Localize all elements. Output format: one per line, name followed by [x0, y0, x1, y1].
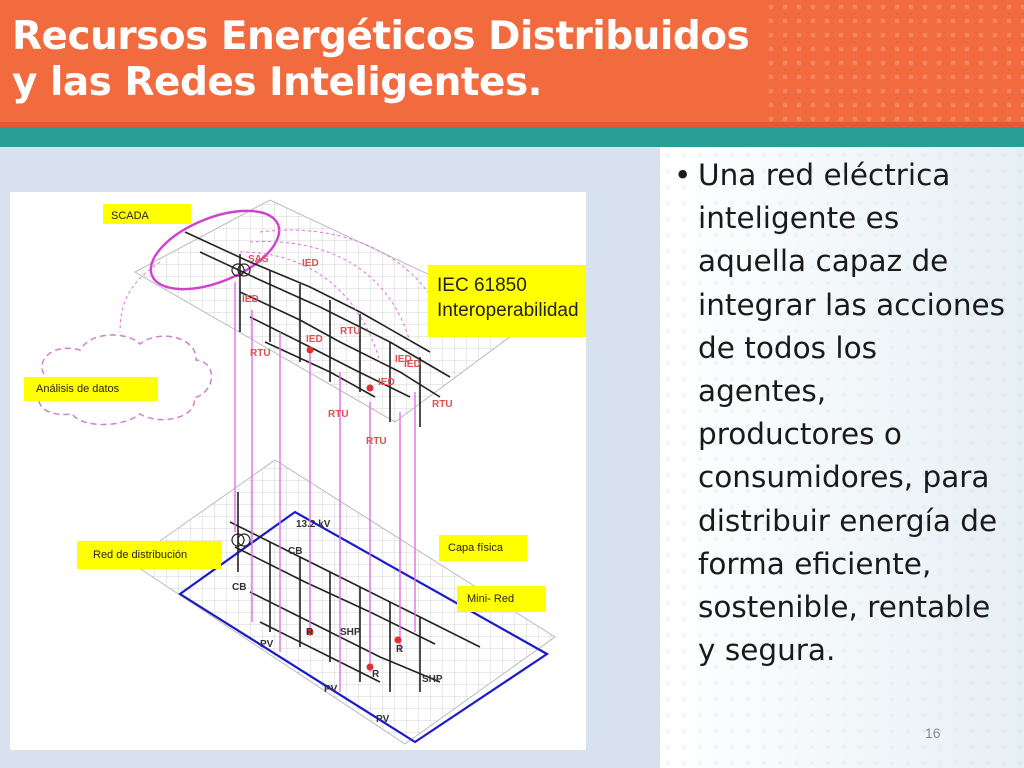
bullet-item: • Una red eléctrica inteligente es aquel…	[670, 154, 1010, 672]
lower-device-tag-4: R	[306, 627, 314, 638]
mini-red-callout: Mini- Red	[457, 586, 546, 612]
lower-network-lines	[229, 492, 481, 692]
data-analysis-cloud	[38, 334, 213, 426]
lower-device-tag-9: PV	[260, 639, 274, 650]
distribution-network-callout: Red de distribución	[77, 541, 221, 569]
upper-device-tag-2: IED	[302, 258, 319, 269]
lower-device-tag-1: 13.2 kV	[296, 519, 331, 530]
iec-61850-callout: IEC 61850 Interoperabilidad	[428, 265, 586, 337]
upper-device-tag-10: RTU	[432, 399, 453, 410]
iec-callout-line-2: Interoperabilidad	[437, 300, 579, 321]
lower-device-tag-5: SHP	[340, 627, 361, 638]
transformer-symbols	[231, 263, 251, 547]
lower-device-tag-3: CB	[232, 582, 246, 593]
upper-device-tag-7: RTU	[250, 348, 271, 359]
signal-link-lines	[234, 282, 416, 692]
scada-callout: SCADA	[103, 204, 191, 224]
teal-band	[0, 127, 1024, 147]
upper-device-tag-4: IED	[306, 334, 323, 345]
communication-arcs	[119, 229, 441, 363]
mini-red-boundary	[178, 510, 550, 744]
lower-device-tag-8: SHP	[422, 674, 443, 685]
upper-device-tag-1: SAS	[248, 254, 269, 265]
data-analysis-callout: Análisis de datos	[24, 377, 158, 401]
header-divider	[0, 122, 1024, 127]
scada-ellipse	[149, 209, 281, 291]
page-number: 16	[925, 725, 941, 741]
bullet-list: • Una red eléctrica inteligente es aquel…	[670, 154, 1010, 672]
upper-device-tag-11: RTU	[328, 409, 349, 420]
lower-device-tag-2: CB	[288, 546, 302, 557]
upper-device-tag-9: IED	[378, 377, 395, 388]
device-markers	[306, 346, 402, 671]
upper-device-tag-5: RTU	[340, 326, 361, 337]
lower-device-tags: 13.2 kV CB CB R SHP R R SHP PV PV PV	[232, 519, 443, 725]
upper-device-tag-8: IED	[404, 359, 421, 370]
upper-device-tag-3: IED	[242, 294, 259, 305]
lower-device-tag-7: R	[372, 669, 380, 680]
bullet-text: Una red eléctrica inteligente es aquella…	[698, 158, 1006, 668]
upper-device-tag-6: IED	[395, 354, 412, 365]
slide-header: Recursos Energéticos Distribuidos y las …	[0, 0, 1024, 122]
lower-device-tag-10: PV	[324, 684, 338, 695]
physical-layer-plane	[129, 459, 556, 745]
bullet-glyph: •	[674, 158, 692, 192]
physical-layer-callout: Capa física	[439, 535, 527, 561]
slide-title: Recursos Energéticos Distribuidos y las …	[12, 14, 750, 106]
content-right-background	[660, 147, 1024, 768]
upper-device-tag-12: RTU	[366, 436, 387, 447]
lower-device-tag-6: R	[396, 644, 404, 655]
title-line-1: Recursos Energéticos Distribuidos	[12, 14, 750, 59]
header-dot-pattern	[764, 0, 1024, 122]
lower-device-tag-11: PV	[376, 714, 390, 725]
title-line-2: y las Redes Inteligentes.	[12, 60, 542, 105]
iec-callout-line-1: IEC 61850	[437, 275, 527, 296]
